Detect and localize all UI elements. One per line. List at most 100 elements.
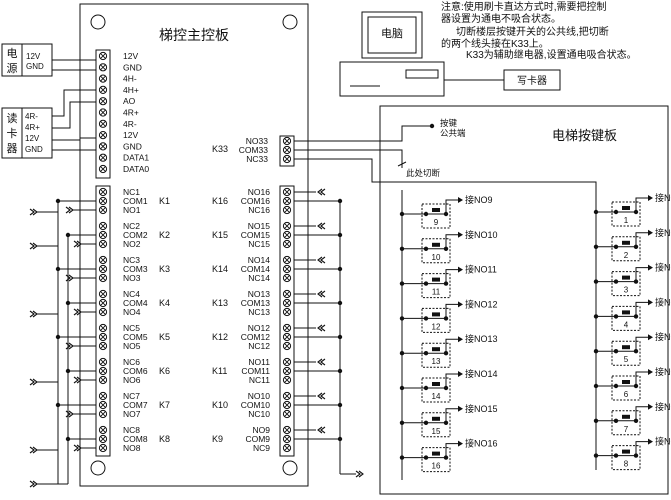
- input-terminal-label: DATA0: [123, 164, 149, 174]
- junction-dot-icon: [399, 281, 405, 286]
- reader-pin-label: GND: [25, 145, 43, 154]
- relay-pin-label: COM5: [123, 332, 148, 342]
- relay-pin-label: NC13: [248, 307, 270, 317]
- relay-pin-label: NC5: [123, 323, 140, 333]
- junction-dot-icon: [399, 385, 405, 391]
- connector-arrow-icon: [65, 342, 74, 350]
- relay-name: K4: [159, 298, 170, 308]
- relay-pin-label: NO14: [248, 255, 270, 265]
- button-switch-icon: [611, 236, 641, 262]
- mount-hole-icon: [90, 14, 106, 30]
- relay-name: K6: [159, 366, 170, 376]
- relay-pin-label: NO11: [248, 357, 270, 367]
- relay-pin-label: NO5: [123, 341, 141, 351]
- floor-number: 3: [624, 286, 629, 295]
- button-wire-label: 接NO3: [655, 262, 671, 273]
- floor-number: 4: [624, 320, 629, 329]
- input-terminal-label: GND: [123, 62, 142, 72]
- cut-here-label: 此处切断: [406, 168, 441, 178]
- button-switch-icon: [421, 203, 451, 229]
- relay-pin-label: COM15: [241, 230, 271, 240]
- button-switch-icon: [421, 307, 451, 333]
- junction-dot-icon: [593, 209, 599, 215]
- elevator-panel-title: 电梯按键板: [552, 128, 617, 143]
- k33-pin-label: NC33: [246, 154, 268, 164]
- relay-name: K15: [212, 230, 228, 240]
- relay-name: K14: [212, 264, 228, 274]
- relay-pin-label: NC12: [248, 341, 270, 351]
- button-switch-icon: [611, 375, 641, 401]
- relay-pin-label: NC7: [123, 391, 140, 401]
- reader-pin-label: 4R+: [25, 123, 40, 132]
- connector-arrow-icon: [29, 378, 38, 386]
- relay-pin-label: NO9: [253, 425, 271, 435]
- floor-number: 1: [624, 216, 629, 225]
- relay-pin-label: NO10: [248, 391, 270, 401]
- junction-dot-icon: [593, 244, 599, 249]
- connector-arrow-icon: [317, 256, 326, 264]
- power-label: 源: [7, 61, 18, 75]
- relay-name: K9: [212, 434, 223, 444]
- button-switch-icon: [421, 412, 451, 438]
- floor-number: 16: [432, 462, 441, 471]
- button-switch-icon: [611, 410, 641, 436]
- relay-pin-label: COM8: [123, 434, 148, 444]
- relay-name: K7: [159, 400, 170, 410]
- connector-arrow-icon: [65, 274, 74, 282]
- connector-arrow-icon: [355, 470, 364, 478]
- button-wire-label: 接NO15: [465, 403, 498, 414]
- connector-arrow-icon: [317, 392, 326, 400]
- button-switch-icon: [611, 340, 641, 366]
- key-common-label: 按键: [440, 118, 458, 128]
- button-wire-label: 接NO4: [655, 296, 671, 307]
- relay-pin-label: NO7: [123, 409, 141, 419]
- button-wire-label: 接NO13: [465, 333, 498, 344]
- connector-arrow-icon: [317, 290, 326, 298]
- card-writer-label: 写卡器: [517, 74, 547, 87]
- relay-name: K3: [159, 264, 170, 274]
- computer-monitor-icon: [361, 11, 423, 59]
- junction-dot-icon: [593, 314, 599, 319]
- floor-number: 9: [434, 218, 439, 227]
- relay-pin-label: NO12: [248, 323, 270, 333]
- floor-number: 8: [624, 460, 629, 469]
- note-line-3: 切断楼层按键开关的公共线,把切断: [456, 25, 609, 38]
- relay-pin-label: COM1: [123, 196, 148, 206]
- main-board-title: 梯控主控板: [159, 27, 229, 43]
- button-switch-icon: [611, 305, 641, 331]
- reader-label: 读: [7, 111, 18, 125]
- floor-number: 13: [432, 357, 441, 366]
- connector-arrow-icon: [317, 324, 326, 332]
- floor-number: 14: [432, 392, 441, 401]
- junction-dot-icon: [593, 279, 599, 284]
- reader-label: 器: [7, 142, 18, 155]
- relay-pin-label: NC2: [123, 221, 140, 231]
- input-terminal-block: [95, 49, 111, 179]
- note-line-1: 注意:使用刷卡直达方式时,需要把控制: [441, 0, 607, 13]
- button-switch-icon: [421, 447, 451, 473]
- relay-pin-label: COM13: [241, 298, 271, 308]
- floor-number: 2: [624, 251, 629, 260]
- note-line-5: K33为辅助继电器,设置通电吸合状态。: [466, 48, 637, 61]
- relay-name: K1: [159, 196, 170, 206]
- right-relay-terminal-block: [279, 185, 295, 457]
- junction-dot-icon: [399, 351, 405, 356]
- floor-number: 6: [624, 390, 629, 399]
- connector-arrow-icon: [317, 426, 326, 434]
- button-wire-label: 接NO6: [655, 366, 671, 377]
- relay-pin-label: NC8: [123, 425, 140, 435]
- left-relay-terminal-block: [95, 185, 111, 457]
- floor-number: 5: [624, 355, 629, 364]
- connector-arrow-icon: [29, 208, 38, 216]
- mount-hole-icon: [282, 460, 298, 476]
- button-switch-icon: [421, 273, 451, 299]
- relay-pin-label: NO15: [248, 221, 270, 231]
- relay-pin-label: NC10: [248, 409, 270, 419]
- relay-name: K11: [212, 366, 227, 376]
- mount-hole-icon: [90, 460, 106, 476]
- note-line-2: 器设置为通电不吸合状态。: [441, 12, 561, 25]
- note-line-4: 的两个线头接在K33上。: [441, 37, 549, 50]
- button-switch-icon: [611, 271, 641, 297]
- connector-arrow-icon: [317, 358, 326, 366]
